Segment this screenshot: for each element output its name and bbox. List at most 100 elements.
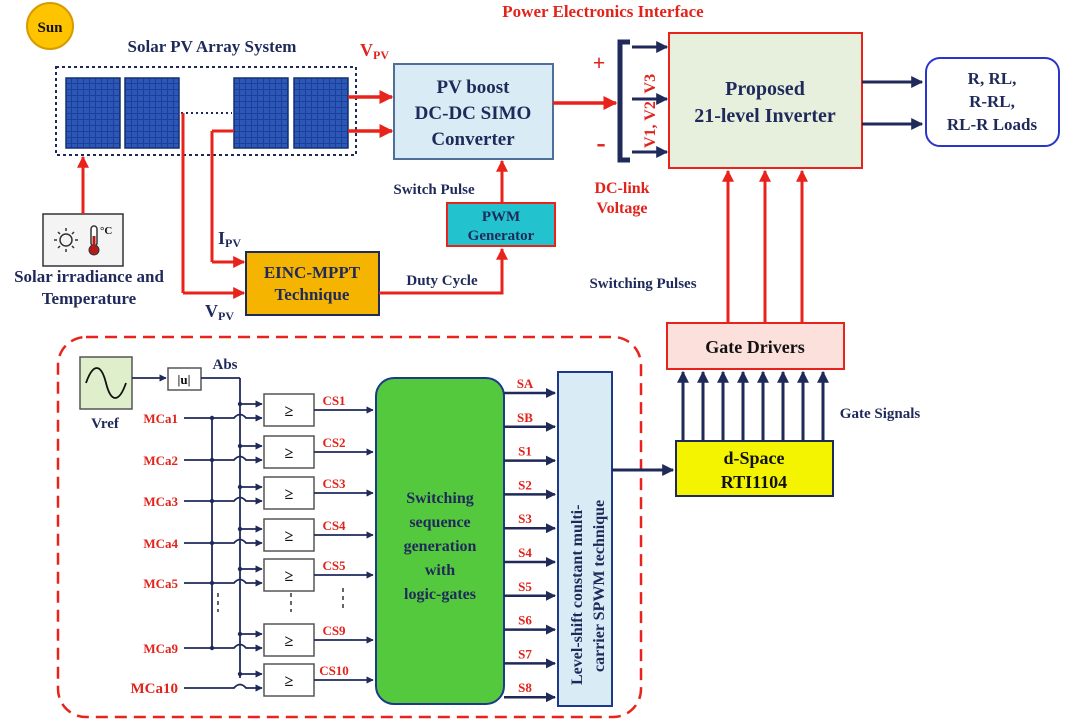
gate-drivers-label: Gate Drivers bbox=[705, 337, 804, 357]
cs-label-6: CS9 bbox=[322, 623, 346, 638]
spwm-technique-block bbox=[557, 371, 613, 707]
carrier-label-5: MCa5 bbox=[143, 576, 178, 591]
gate-drivers-block bbox=[666, 322, 845, 370]
sun-label: Sun bbox=[37, 20, 63, 36]
abs-label: Abs bbox=[212, 357, 237, 373]
dc-link-bus bbox=[617, 39, 630, 163]
reference-junction-7 bbox=[237, 671, 243, 677]
reference-junction-2 bbox=[237, 443, 243, 449]
output-label-2: SB bbox=[517, 410, 533, 425]
output-label-5: S3 bbox=[518, 511, 532, 526]
carrier-junction-1 bbox=[209, 415, 215, 421]
carrier-label-1: MCa1 bbox=[143, 411, 178, 426]
dc-link-line1: DC-link bbox=[594, 180, 649, 197]
carrier-line-1 bbox=[184, 413, 263, 422]
boost-line2: DC-DC SIMO bbox=[415, 103, 532, 124]
output-label-3: S1 bbox=[518, 444, 532, 459]
solar-panel-4-icon bbox=[293, 77, 349, 149]
solar-panel-2-icon bbox=[124, 77, 180, 149]
cs-label-2: CS2 bbox=[322, 435, 345, 450]
comparator-symbol-7: ≥ bbox=[285, 673, 294, 690]
switch-pulse-label: Switch Pulse bbox=[393, 182, 475, 198]
dspace-line1: d-Space bbox=[723, 448, 784, 468]
carrier-junction-4 bbox=[209, 540, 215, 546]
carrier-junction-5 bbox=[209, 580, 215, 586]
mppt-line1: EINC-MPPT bbox=[264, 263, 361, 282]
logic-gates-block bbox=[375, 377, 505, 705]
cs-label-4: CS4 bbox=[322, 518, 346, 533]
inverter-line2: 21-level Inverter bbox=[694, 105, 836, 127]
pv-array-frame bbox=[55, 66, 357, 156]
loads-block bbox=[925, 57, 1060, 147]
cs-label-3: CS3 bbox=[322, 476, 346, 491]
pv-array-title: Solar PV Array System bbox=[128, 37, 297, 56]
comparator-block-5 bbox=[263, 558, 315, 592]
carrier-junction-2 bbox=[209, 457, 215, 463]
comparator-symbol-2: ≥ bbox=[285, 445, 294, 462]
mppt-block bbox=[245, 251, 380, 316]
carrier-line-4 bbox=[184, 538, 263, 547]
irradiance-sun-icon bbox=[54, 228, 78, 252]
cs-label-7: CS10 bbox=[319, 663, 349, 678]
power-electronics-title: Power Electronics Interface bbox=[502, 2, 704, 21]
gate-signals-label: Gate Signals bbox=[840, 406, 921, 422]
logic-line1: Switching bbox=[406, 490, 474, 507]
dc-voltages-label: V1, V2, V3 bbox=[642, 74, 659, 148]
output-label-6: S4 bbox=[518, 545, 532, 560]
vpv-bottom-label: VPV bbox=[205, 301, 234, 323]
plus-sign: + bbox=[593, 50, 606, 75]
comparator-rows: MCa1≥CS1MCa2≥CS2MCa3≥CS3MCa4≥CS4MCa5≥CS5… bbox=[131, 393, 374, 697]
carrier-label-6: MCa9 bbox=[143, 641, 178, 656]
output-label-7: S5 bbox=[518, 579, 532, 594]
irradiance-line2: Temperature bbox=[42, 289, 137, 308]
solar-panel-3-icon bbox=[233, 77, 289, 149]
comparator-block-2 bbox=[263, 435, 315, 469]
carrier-label-7: MCa10 bbox=[131, 681, 179, 697]
loads-line3: RL-R Loads bbox=[947, 115, 1038, 134]
logic-line4: with bbox=[425, 562, 455, 579]
reference-junction-3 bbox=[237, 484, 243, 490]
output-label-9: S7 bbox=[518, 646, 532, 661]
sine-wave-icon bbox=[85, 367, 127, 399]
pwm-generator-block bbox=[446, 202, 556, 247]
solar-panel-1-icon bbox=[65, 77, 121, 149]
dspace-block bbox=[675, 440, 834, 497]
reference-junction-6 bbox=[237, 631, 243, 637]
output-label-4: S2 bbox=[518, 477, 532, 492]
thermometer-icon bbox=[88, 225, 100, 256]
reference-junction-4 bbox=[237, 526, 243, 532]
carrier-label-4: MCa4 bbox=[143, 536, 178, 551]
output-label-8: S6 bbox=[518, 613, 532, 628]
ipv-label: IPV bbox=[218, 228, 241, 250]
carrier-line-3 bbox=[184, 496, 263, 505]
inverter-line1: Proposed bbox=[725, 78, 805, 100]
dc-link-line2: Voltage bbox=[597, 200, 648, 217]
comparator-symbol-4: ≥ bbox=[285, 528, 294, 545]
pv-boost-converter-block bbox=[393, 63, 554, 160]
inverter-block bbox=[668, 32, 863, 169]
comparator-block-4 bbox=[263, 518, 315, 552]
carrier-junction-6 bbox=[209, 645, 215, 651]
gate-signal-arrows bbox=[677, 370, 829, 440]
carrier-label-3: MCa3 bbox=[143, 494, 178, 509]
spwm-line1: Level-shift constant multi- bbox=[569, 505, 586, 685]
duty-cycle-arrow bbox=[379, 247, 508, 295]
abs-block bbox=[167, 367, 202, 391]
dspace-line2: RTI1104 bbox=[721, 472, 787, 492]
logic-line3: generation bbox=[404, 538, 477, 555]
loads-line1: R, RL, bbox=[968, 69, 1017, 88]
vpv-top-label: VPV bbox=[360, 40, 389, 62]
cs-label-1: CS1 bbox=[322, 393, 345, 408]
output-label-1: SA bbox=[517, 376, 534, 391]
comparator-symbol-5: ≥ bbox=[285, 568, 294, 585]
sun-icon bbox=[26, 2, 74, 50]
carrier-label-2: MCa2 bbox=[143, 453, 178, 468]
comparator-symbol-6: ≥ bbox=[285, 633, 294, 650]
pwm-line2: Generator bbox=[468, 228, 535, 244]
irradiance-line1: Solar irradiance and bbox=[14, 267, 164, 286]
vref-label: Vref bbox=[91, 416, 120, 432]
comparator-symbol-1: ≥ bbox=[285, 403, 294, 420]
reference-junction-5 bbox=[237, 566, 243, 572]
